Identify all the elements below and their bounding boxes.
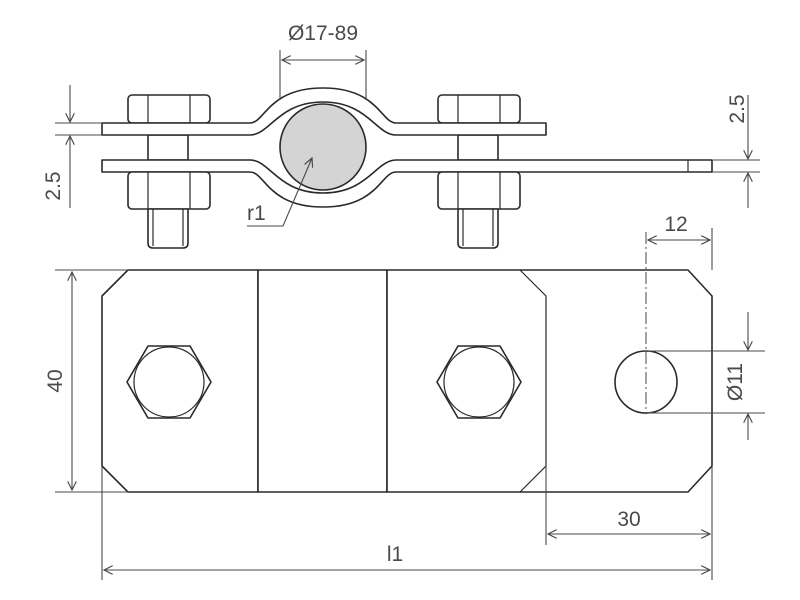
diameter-range-dimension: Ø17-89 bbox=[279, 22, 367, 100]
bolt-shaft-right bbox=[457, 134, 499, 161]
hole-offset-label: 12 bbox=[664, 213, 687, 236]
total-length-dimension: l1 bbox=[101, 466, 710, 580]
plan-view: 12 Ø11 40 30 l1 bbox=[44, 213, 765, 580]
nut-left bbox=[127, 171, 211, 210]
bolt-head-right-top bbox=[437, 94, 521, 124]
thickness-label-left: 2.5 bbox=[42, 171, 65, 200]
pipe-section bbox=[279, 103, 367, 191]
hole-diameter-label: Ø11 bbox=[724, 363, 747, 401]
end-length-label: 30 bbox=[617, 508, 640, 531]
hole-diameter-dimension: Ø11 bbox=[648, 312, 765, 440]
radius-leader: r1 bbox=[247, 158, 312, 227]
bolt-head-left-top bbox=[127, 94, 211, 124]
hex-bolt-left bbox=[126, 345, 212, 419]
thickness-label-right: 2.5 bbox=[726, 94, 749, 123]
bolt-thread-left bbox=[147, 208, 189, 249]
side-view: Ø17-89 2.5 2.5 r1 bbox=[42, 22, 760, 249]
total-length-label: l1 bbox=[387, 543, 403, 566]
hex-bolt-right bbox=[436, 345, 522, 419]
nut-right bbox=[437, 171, 521, 210]
hole-offset-dimension: 12 bbox=[648, 213, 713, 270]
saddle-middle bbox=[257, 269, 388, 493]
plate-overlap-edge bbox=[519, 269, 547, 493]
end-length-dimension: 30 bbox=[545, 466, 713, 580]
bolt-thread-right bbox=[457, 208, 499, 249]
upper-strap bbox=[101, 87, 547, 136]
thickness-dimension-right: 2.5 bbox=[712, 94, 760, 208]
bolt-shaft-left bbox=[147, 134, 189, 161]
plate-width-dimension: 40 bbox=[44, 269, 128, 493]
radius-label: r1 bbox=[247, 202, 266, 225]
diameter-range-label: Ø17-89 bbox=[288, 22, 358, 45]
thickness-dimension-left: 2.5 bbox=[42, 85, 102, 208]
lower-strap bbox=[101, 159, 713, 208]
plate-width-label: 40 bbox=[44, 369, 67, 392]
